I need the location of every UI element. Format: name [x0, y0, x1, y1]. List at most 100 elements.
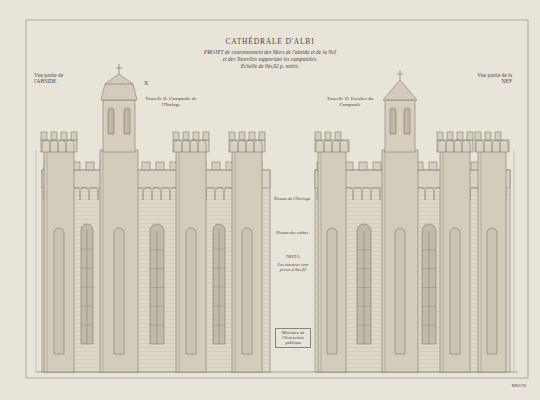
machicolation-arch [500, 140, 508, 152]
lancet-window [404, 108, 410, 134]
buttress [100, 150, 138, 372]
merlon [315, 132, 321, 140]
machicolation-arch [446, 140, 454, 152]
machicolation-arch [362, 188, 371, 201]
machicolation-arch [182, 140, 190, 152]
machicolation-arch [353, 188, 362, 201]
window-bar [213, 325, 225, 326]
machicolation-arch [206, 188, 215, 201]
window-bar [213, 306, 225, 307]
title: CATHÉDRALE D'ALBI [160, 38, 380, 47]
window-bar [357, 325, 371, 326]
buttress [176, 150, 206, 372]
turret-cap [173, 140, 209, 152]
dimension-line [36, 150, 37, 372]
machicolation-arch [198, 140, 206, 152]
buttress-edge [443, 150, 444, 372]
window-bar [213, 268, 225, 269]
merlon [325, 132, 331, 140]
annotation: Tourelle H. Escalier du Campanile [322, 96, 378, 108]
annotation: Tourelle B. Campanile de l'Horloge [142, 96, 200, 108]
lancet-window [450, 228, 460, 354]
window-bar [150, 268, 164, 269]
lancet-window [395, 228, 405, 354]
window-bar [422, 325, 436, 326]
merlon [203, 132, 209, 140]
lancet-window [242, 228, 252, 354]
merlon [61, 132, 67, 140]
merlon [447, 132, 453, 140]
buttress [44, 150, 74, 372]
merlon [212, 162, 220, 170]
machicolation-arch [492, 140, 500, 152]
merlon [173, 132, 179, 140]
window-bar [422, 249, 436, 250]
campanile-roof [101, 74, 137, 100]
lancet-window [213, 224, 225, 344]
buttress [232, 150, 262, 372]
buttress-edge [47, 150, 48, 372]
annotation: Vue partie de la NEF [466, 72, 512, 85]
annotation: Les mesures sont prises à 0m,02 [274, 262, 312, 272]
machicolation-arch [438, 140, 446, 152]
merlon [239, 132, 245, 140]
merlon [249, 132, 255, 140]
machicolation-arch [340, 140, 348, 152]
buttress [440, 150, 470, 372]
annotation: Niveau de l'Horloge [272, 196, 312, 201]
window-bar [357, 249, 371, 250]
merlon [51, 132, 57, 140]
merlon [457, 132, 463, 140]
merlon [429, 162, 437, 170]
annotation: Vue partie de l'ABSIDE [34, 72, 80, 85]
merlon [467, 132, 473, 140]
machicolation-arch [371, 188, 380, 201]
turret-cap [437, 140, 473, 152]
annotation: et des Tourelles supportant les campanil… [160, 56, 380, 62]
annotation: NOTA [274, 254, 312, 260]
turret-cap [475, 140, 509, 152]
window-bar [213, 249, 225, 250]
window-bar [81, 249, 93, 250]
machicolation-arch [462, 140, 470, 152]
machicolation-arch [316, 140, 324, 152]
merlon [373, 162, 381, 170]
machicolation-arch [470, 188, 479, 201]
turret-cap [41, 140, 77, 152]
buttress [318, 150, 346, 372]
machicolation-arch [332, 140, 340, 152]
machicolation-arch [58, 140, 66, 152]
window-bar [213, 287, 225, 288]
machicolation-arch [254, 140, 262, 152]
lancet-window [390, 108, 396, 134]
machicolation-arch [190, 140, 198, 152]
wall-elevation [36, 64, 514, 372]
machicolation-arch [80, 188, 89, 201]
lancet-window [357, 224, 371, 344]
merlon [142, 162, 150, 170]
lancet-window [487, 228, 497, 354]
buttress [478, 150, 506, 372]
dimension-line [514, 150, 515, 372]
machicolation-arch [89, 188, 98, 201]
machicolation-arch [224, 188, 233, 201]
machicolation-arch [324, 140, 332, 152]
machicolation-arch [476, 140, 484, 152]
window-bar [150, 287, 164, 288]
campanile-shaft [385, 100, 415, 152]
window-bar [81, 306, 93, 307]
merlon [475, 132, 481, 140]
archive-stamp: Ministère de l'Instruction publique [275, 328, 311, 348]
machicolation-arch [484, 140, 492, 152]
machicolation-arch [230, 140, 238, 152]
window-bar [150, 249, 164, 250]
merlon [335, 132, 341, 140]
lancet-window [327, 228, 337, 354]
merlon [495, 132, 501, 140]
lancet-window [114, 228, 124, 354]
lancet-window [124, 108, 130, 134]
merlon [71, 132, 77, 140]
machicolation-arch [246, 140, 254, 152]
machicolation-arch [50, 140, 58, 152]
buttress-edge [481, 150, 482, 372]
